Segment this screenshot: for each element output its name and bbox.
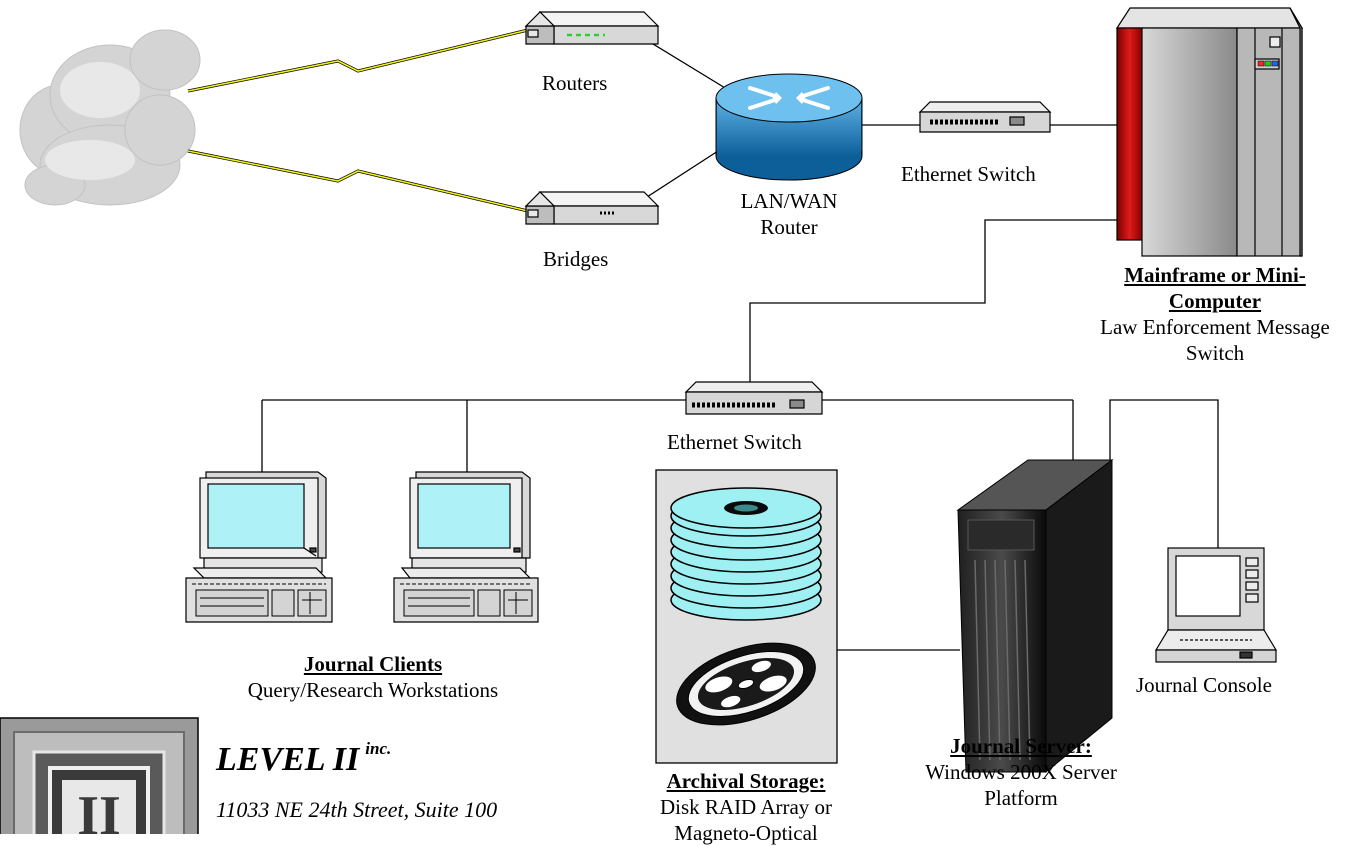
archival-storage-sub-line1: Disk RAID Array or [659,795,833,819]
journal-clients-sub: Query/Research Workstations [247,678,499,702]
company-suffix: inc. [365,739,392,758]
bridge-device-icon [524,191,660,225]
journal-clients-title: Journal Clients [303,652,443,676]
archival-storage-title: Archival Storage: [666,769,826,793]
routers-label: Routers [542,71,608,95]
company-name: LEVEL II inc. [216,739,392,779]
mainframe-icon [1115,7,1304,257]
mainframe-label: Mainframe or Mini- Computer Law Enforcem… [1068,262,1362,366]
bridges-label: Bridges [543,247,609,271]
laptop-icon [1154,547,1278,663]
lan-wan-router-label-line1: LAN/WAN [740,189,838,213]
company-name-text: LEVEL II [216,741,360,778]
archival-storage-label: Archival Storage: Disk RAID Array or Mag… [636,768,856,846]
ethernet-switch-top-label: Ethernet Switch [901,162,1036,186]
mainframe-title-line1: Mainframe or Mini- [1124,263,1306,287]
company-logo: II [0,717,199,834]
archival-storage-icon [655,469,838,764]
journal-server-label: Journal Server: Windows 200X Server Plat… [906,733,1136,811]
router-device-icon [524,11,660,45]
svg-text:II: II [77,785,121,834]
journal-console-label: Journal Console [1136,673,1272,697]
workstation-icon [185,471,333,623]
ethernet-switch-icon [684,381,824,415]
server-tower-icon [956,458,1114,774]
ethernet-switch-bottom-label: Ethernet Switch [667,430,802,454]
mainframe-title-line2: Computer [1168,289,1262,313]
lan-wan-router-label-line2: Router [760,215,818,239]
journal-server-sub-line2: Platform [984,786,1058,810]
company-address: 11033 NE 24th Street, Suite 100 [216,797,498,822]
archival-storage-sub-line2: Magneto-Optical [674,821,818,845]
workstation-icon [393,471,539,623]
mainframe-sub-line1: Law Enforcement Message [1100,315,1330,339]
mainframe-sub-line2: Switch [1185,341,1245,365]
journal-clients-label: Journal Clients Query/Research Workstati… [208,651,538,703]
lightning-bolt-icon [187,28,529,93]
journal-server-sub-line1: Windows 200X Server [925,760,1117,784]
journal-server-title: Journal Server: [950,734,1092,758]
lan-wan-router-label: LAN/WAN Router [729,188,849,240]
cloud-icon [19,29,201,206]
lightning-bolt-icon [187,149,529,213]
ethernet-switch-icon [918,101,1052,133]
lan-wan-router-icon [715,73,863,181]
